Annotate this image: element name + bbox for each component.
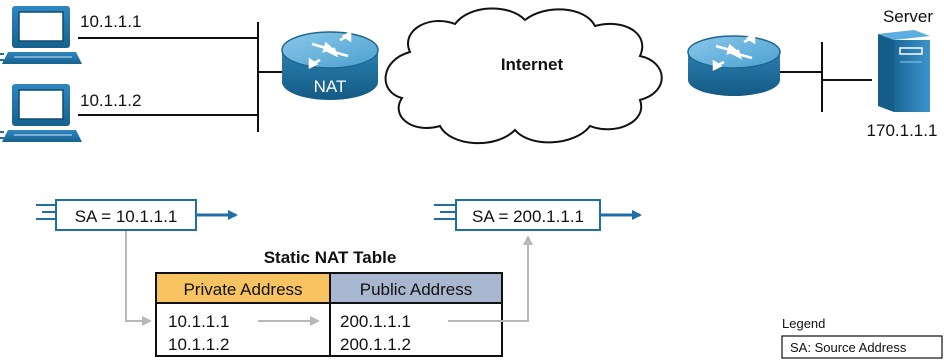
internet-label: Internet bbox=[501, 55, 564, 74]
internet-cloud bbox=[384, 7, 663, 144]
host2-ip-label: 10.1.1.2 bbox=[80, 91, 141, 110]
public-body-cell bbox=[329, 302, 503, 357]
pc-icon bbox=[0, 84, 82, 142]
table-cell-private-1: 10.1.1.1 bbox=[168, 312, 229, 331]
packet-after-sa: SA = 200.1.1.1 bbox=[472, 207, 584, 226]
nat-router-icon bbox=[281, 30, 379, 100]
host1-ip-label: 10.1.1.1 bbox=[80, 12, 141, 31]
flow-arrow-into-table bbox=[125, 231, 152, 326]
packet-before-nat bbox=[36, 199, 238, 231]
packet-before-sa: SA = 10.1.1.1 bbox=[75, 207, 178, 226]
public-header-cell bbox=[329, 272, 503, 304]
network-links bbox=[78, 22, 872, 132]
nat-table-title: Static NAT Table bbox=[264, 248, 397, 267]
flow-arrow-out-of-table bbox=[448, 235, 533, 322]
public-address-header: Public Address bbox=[360, 280, 472, 299]
nat-router-label: NAT bbox=[314, 77, 347, 96]
private-address-header: Private Address bbox=[183, 280, 302, 299]
translation-flow bbox=[125, 231, 533, 326]
remote-router-icon bbox=[687, 32, 781, 96]
table-cell-public-2: 200.1.1.2 bbox=[340, 335, 411, 354]
legend-box bbox=[781, 335, 943, 359]
legend-item-sa: SA: Source Address bbox=[790, 340, 907, 355]
table-cell-private-2: 10.1.1.2 bbox=[168, 335, 229, 354]
server-ip-label: 170.1.1.1 bbox=[867, 121, 938, 140]
packet-after-nat bbox=[434, 199, 642, 231]
server-icon bbox=[878, 30, 930, 112]
nat-table bbox=[155, 272, 503, 357]
legend-title: Legend bbox=[782, 316, 825, 331]
pc-icon bbox=[0, 6, 82, 64]
private-body-cell bbox=[155, 302, 331, 357]
server-label: Server bbox=[883, 7, 933, 26]
table-cell-public-1: 200.1.1.1 bbox=[340, 312, 411, 331]
